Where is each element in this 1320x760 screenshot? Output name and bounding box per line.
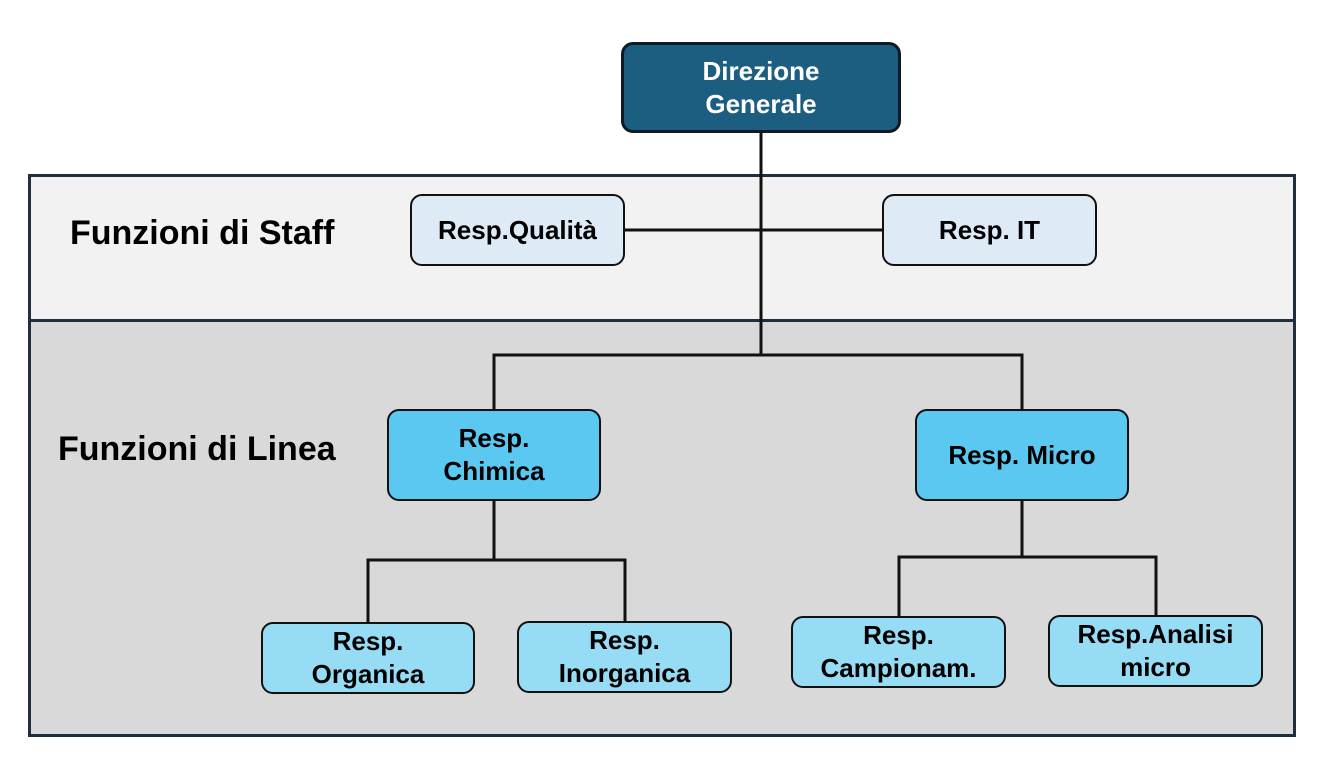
- node-resp-organica: Resp. Organica: [261, 622, 475, 694]
- node-resp-inorganica: Resp. Inorganica: [517, 621, 732, 693]
- connector-micro-branch: [897, 555, 1158, 616]
- node-resp-chimica: Resp. Chimica: [387, 409, 601, 501]
- staff-band-label: Funzioni di Staff: [70, 214, 335, 252]
- connector-chimica-branch: [366, 558, 627, 622]
- node-resp-analisi-micro: Resp.Analisi micro: [1048, 615, 1263, 687]
- node-direzione-generale: Direzione Generale: [621, 42, 901, 133]
- node-resp-it: Resp. IT: [882, 194, 1097, 266]
- line-band-label: Funzioni di Linea: [58, 430, 336, 468]
- node-resp-campionam: Resp. Campionam.: [791, 616, 1006, 688]
- connector-line-branch: [492, 353, 1024, 409]
- node-resp-qualita: Resp.Qualità: [410, 194, 625, 266]
- node-resp-micro: Resp. Micro: [915, 409, 1129, 501]
